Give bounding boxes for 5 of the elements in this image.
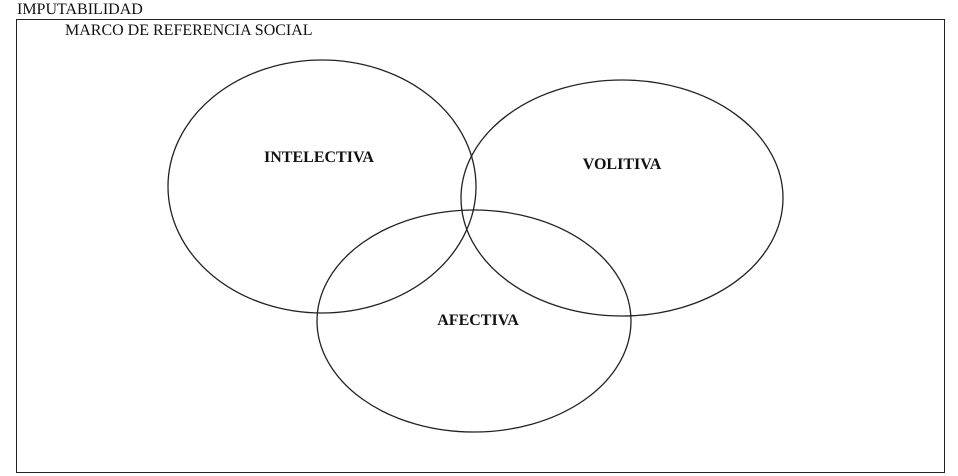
frame-heading: IMPUTABILIDAD [17, 1, 143, 19]
ellipse-label: AFECTIVA [437, 312, 519, 330]
ellipse-label: INTELECTIVA [264, 149, 374, 167]
frame-title: MARCO DE REFERENCIA SOCIAL [65, 22, 313, 40]
ellipse-label: VOLITIVA [582, 156, 662, 174]
